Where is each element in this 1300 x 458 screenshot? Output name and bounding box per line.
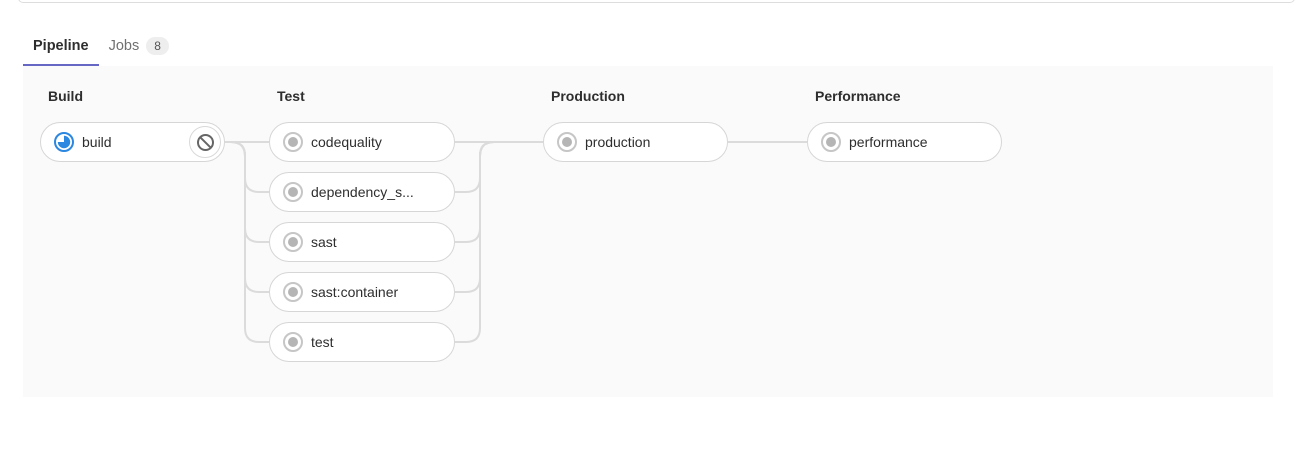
job-name-label: codequality bbox=[311, 134, 382, 150]
content-box-bottom-edge bbox=[18, 0, 1295, 3]
job-pill-sast[interactable]: sast bbox=[269, 222, 455, 262]
job-pill-codequality[interactable]: codequality bbox=[269, 122, 455, 162]
pipeline-tab-strip: Pipeline Jobs 8 bbox=[23, 28, 1273, 67]
ci-status-running-icon bbox=[54, 132, 74, 152]
stage-title: Test bbox=[277, 88, 305, 104]
jobs-count-badge: 8 bbox=[146, 37, 169, 55]
ci-status-created-icon bbox=[821, 132, 841, 152]
ci-status-created-icon bbox=[283, 182, 303, 202]
job-name-label: production bbox=[585, 134, 651, 150]
job-pill-performance[interactable]: performance bbox=[807, 122, 1002, 162]
cancel-job-button[interactable] bbox=[189, 126, 221, 158]
cancel-ban-icon bbox=[196, 133, 214, 151]
stage-title: Performance bbox=[815, 88, 901, 104]
job-pill-test[interactable]: test bbox=[269, 322, 455, 362]
ci-status-created-icon bbox=[283, 132, 303, 152]
job-pill-dependency-s-[interactable]: dependency_s... bbox=[269, 172, 455, 212]
tab-jobs[interactable]: Jobs 8 bbox=[99, 28, 179, 67]
stage-column-production: Production production bbox=[543, 88, 728, 162]
stage-jobs-list: build bbox=[40, 122, 225, 162]
stage-jobs-list: performance bbox=[807, 122, 1002, 162]
job-name-label: sast:container bbox=[311, 284, 399, 300]
job-name-label: performance bbox=[849, 134, 928, 150]
job-pill-build[interactable]: build bbox=[40, 122, 225, 162]
stage-title: Build bbox=[48, 88, 83, 104]
job-pill-sast-container[interactable]: sast:container bbox=[269, 272, 455, 312]
job-name-label: sast bbox=[311, 234, 337, 250]
tab-pipeline[interactable]: Pipeline bbox=[23, 28, 99, 67]
pipeline-connector-lines bbox=[225, 141, 807, 343]
stage-column-performance: Performance performance bbox=[807, 88, 1002, 162]
ci-status-created-icon bbox=[283, 232, 303, 252]
job-name-label: dependency_s... bbox=[311, 184, 414, 200]
ci-status-created-icon bbox=[283, 332, 303, 352]
stage-jobs-list: production bbox=[543, 122, 728, 162]
tab-pipeline-label: Pipeline bbox=[33, 38, 89, 54]
pipeline-graph: Build build Test codequality dependency_s...… bbox=[23, 66, 1273, 397]
job-name-label: test bbox=[311, 334, 334, 350]
ci-status-created-icon bbox=[283, 282, 303, 302]
stage-title: Production bbox=[551, 88, 625, 104]
stage-jobs-list: codequality dependency_s...sast sast:conta… bbox=[269, 122, 455, 362]
stage-column-build: Build build bbox=[40, 88, 225, 162]
ci-status-created-icon bbox=[557, 132, 577, 152]
job-name-label: build bbox=[82, 134, 112, 150]
job-pill-production[interactable]: production bbox=[543, 122, 728, 162]
stage-column-test: Test codequality dependency_s...sast sast:c… bbox=[269, 88, 455, 362]
tab-jobs-label: Jobs bbox=[108, 38, 140, 54]
